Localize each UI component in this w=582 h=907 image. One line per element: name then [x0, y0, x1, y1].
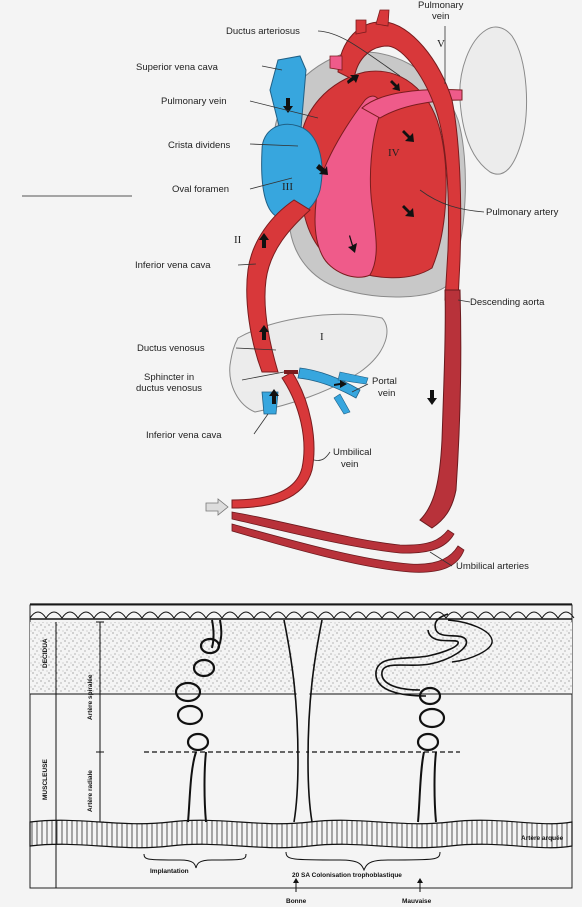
- label-portal-vein-2: vein: [378, 388, 395, 399]
- label-sphincter-2: ductus venosus: [136, 383, 202, 394]
- label-pulmonary-vein-top-2: vein: [432, 11, 449, 22]
- label-inferior-vena-cava-lower: Inferior vena cava: [146, 430, 222, 441]
- roman-numeral-iii: III: [282, 181, 293, 193]
- arrow-mauvaise: [417, 878, 423, 892]
- label-descending-aorta: Descending aorta: [470, 297, 545, 308]
- roman-numeral-i: I: [320, 331, 324, 343]
- label-sphincter-1: Sphincter in: [144, 372, 194, 383]
- descending-aorta: [420, 290, 461, 528]
- label-decidua: DECIDUA: [42, 638, 49, 668]
- sphincter-mark: [284, 370, 298, 374]
- label-artere-arquee: Artère arquée: [521, 835, 564, 842]
- portal-vein-branch: [334, 394, 350, 414]
- radial-artery-colonised: [284, 620, 322, 822]
- label-pulmonary-vein: Pulmonary vein: [161, 96, 226, 107]
- aortic-branch: [376, 10, 389, 26]
- brace-colonisation: [286, 852, 440, 870]
- arcuate-artery: [30, 820, 572, 847]
- label-ductus-venosus: Ductus venosus: [137, 343, 205, 354]
- aortic-branch: [330, 56, 342, 70]
- label-pulmonary-artery: Pulmonary artery: [486, 207, 559, 218]
- label-muscleuse: MUSCLEUSE: [42, 759, 49, 800]
- uterine-arteries-diagram: DECIDUA MUSCLEUSE Artère spiralée Artère…: [30, 604, 574, 905]
- label-bonne: Bonne: [286, 898, 307, 905]
- label-umbilical-arteries: Umbilical arteries: [456, 561, 529, 572]
- label-mauvaise: Mauvaise: [402, 898, 432, 905]
- label-crista-dividens: Crista dividens: [168, 140, 231, 151]
- umbilical-artery-1: [232, 512, 454, 553]
- label-portal-vein-1: Portal: [372, 376, 397, 387]
- roman-numeral-ii: II: [234, 234, 242, 246]
- label-superior-vena-cava: Superior vena cava: [136, 62, 219, 73]
- label-inferior-vena-cava-upper: Inferior vena cava: [135, 260, 211, 271]
- arrow-bonne: [293, 878, 299, 892]
- label-artere-radiale: Artère radiale: [87, 770, 94, 812]
- umbilical-inflow-arrow: [206, 499, 228, 515]
- lung: [460, 27, 527, 174]
- trophoblast-scallops: [30, 612, 574, 618]
- label-ductus-arteriosus: Ductus arteriosus: [226, 26, 300, 37]
- label-artere-spiralee: Artère spiralée: [87, 674, 94, 720]
- label-umbilical-vein-2: vein: [341, 459, 358, 470]
- roman-numeral-v: V: [437, 38, 445, 50]
- brace-implantation: [144, 854, 246, 868]
- fetal-circulation-diagram: Ductus arteriosus Pulmonary vein Superio…: [135, 0, 559, 572]
- label-umbilical-vein-1: Umbilical: [333, 447, 372, 458]
- label-colonisation: 20 SA Colonisation trophoblastique: [292, 872, 402, 879]
- label-oval-foramen: Oval foramen: [172, 184, 229, 195]
- label-implantation: Implantation: [150, 868, 189, 875]
- aortic-branch: [356, 20, 366, 34]
- label-pulmonary-vein-top-1: Pulmonary: [418, 0, 464, 11]
- roman-numeral-iv: IV: [388, 147, 400, 159]
